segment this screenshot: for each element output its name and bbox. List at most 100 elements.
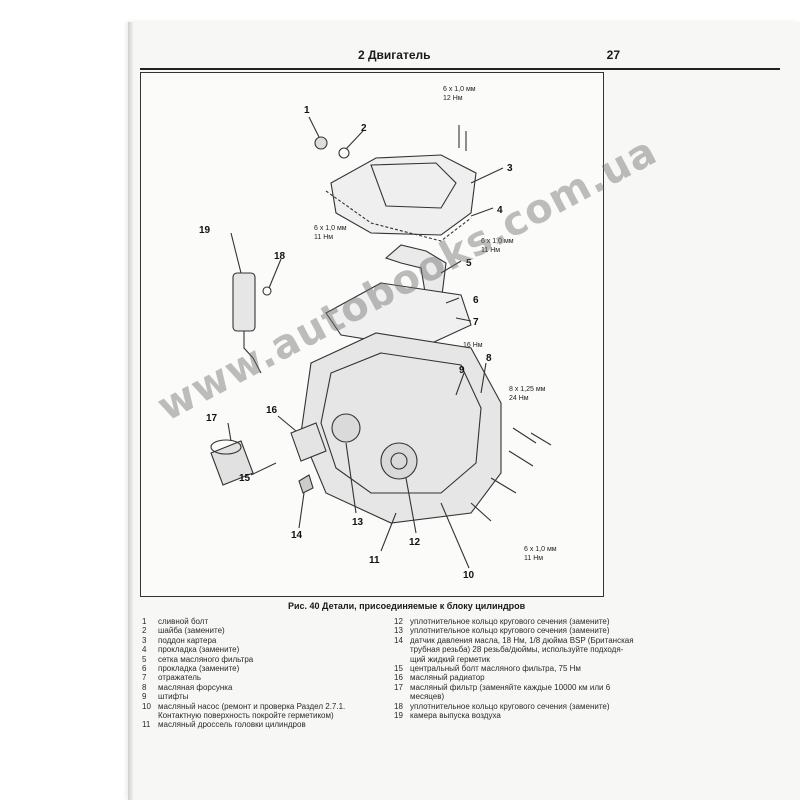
- legend-text: уплотнительное кольцо кругового сечения …: [410, 626, 610, 636]
- legend-text: масляный дроссель головки цилиндров: [158, 720, 306, 730]
- callout-14: 14: [291, 530, 303, 541]
- leader: [405, 477, 417, 534]
- legend-left-column: 1 сливной болт 2 шайба (замените) 3 поддон ка…: [142, 617, 382, 730]
- bolt: [508, 450, 534, 467]
- legend-row: 5 сетка масляного фильтра: [142, 655, 382, 664]
- oil-pan-gasket: [325, 190, 472, 242]
- engine-exploded-figure: 1 2 3 4 5 6 7 8 9 10 11 12 13 14 15 16 1…: [140, 72, 604, 597]
- legend-number: 18: [394, 701, 403, 711]
- torque-value-5: 11 Нм: [524, 555, 543, 562]
- legend-text: сетка масляного фильтра: [158, 654, 254, 664]
- legend-text: отражатель: [158, 673, 202, 683]
- legend-number: 12: [394, 617, 403, 626]
- crank-pulley-hub: [390, 452, 408, 470]
- bolt: [470, 502, 492, 522]
- callout-9: 9: [459, 365, 465, 376]
- legend-row: 4 прокладка (замените): [142, 645, 382, 654]
- page-spine-shadow: [128, 22, 134, 800]
- o-ring: [262, 286, 272, 296]
- legend-text: масляный радиатор: [410, 673, 485, 683]
- torque-value-3: 11 Нм: [481, 247, 500, 254]
- torque-small-label: 16 Нм: [463, 342, 483, 349]
- callout-11: 11: [369, 555, 380, 566]
- callout-10: 10: [463, 570, 475, 581]
- legend-number: 9: [142, 692, 147, 702]
- legend-text: штифты: [158, 692, 189, 702]
- legend-text: Контактную поверхность покройте герметик…: [158, 711, 334, 721]
- legend-number: [394, 645, 410, 654]
- callout-16: 16: [266, 405, 278, 416]
- leader: [308, 116, 320, 138]
- legend-row: 2 шайба (замените): [142, 626, 382, 635]
- torque-size-3: 6 x 1,0 мм: [481, 238, 514, 245]
- legend-text: сливной болт: [158, 617, 209, 626]
- legend-text: поддон картера: [158, 635, 217, 645]
- legend-text: датчик давления масла, 18 Нм, 1/8 дюйма …: [410, 635, 634, 645]
- legend-number: 7: [142, 673, 147, 683]
- leader: [345, 442, 357, 514]
- legend-row: 14 датчик давления масла, 18 Нм, 1/8 дюйм…: [394, 636, 644, 645]
- leader: [268, 258, 282, 289]
- torque-value-2: 11 Нм: [314, 234, 333, 241]
- legend-row: 7 отражатель: [142, 673, 382, 682]
- legend-number: 8: [142, 682, 147, 692]
- leader: [345, 130, 364, 150]
- leader: [440, 260, 462, 274]
- callout-5: 5: [466, 258, 472, 269]
- leader: [470, 167, 504, 184]
- leader: [250, 462, 277, 476]
- callout-8: 8: [486, 353, 492, 364]
- legend-right-column: 12 уплотнительное кольцо кругового сечени…: [394, 617, 644, 720]
- legend-row: Контактную поверхность покройте герметик…: [142, 711, 382, 720]
- legend-text: трубная резьба) 28 резьба/дюймы, использ…: [410, 645, 624, 655]
- leader: [298, 492, 305, 529]
- legend-row: 13 уплотнительное кольцо кругового сечени…: [394, 626, 644, 635]
- bolt: [530, 432, 552, 446]
- torque-size-4: 8 x 1,25 мм: [509, 386, 546, 393]
- leader: [455, 317, 472, 322]
- legend-text: шайба (замените): [158, 626, 225, 636]
- bolt: [512, 427, 537, 444]
- leader: [380, 512, 397, 552]
- leader: [455, 372, 465, 396]
- legend-number: 13: [394, 626, 403, 636]
- legend-number: 5: [142, 654, 147, 664]
- page-number: 27: [606, 48, 620, 62]
- legend-number: 10: [142, 701, 151, 711]
- legend-number: 3: [142, 635, 147, 645]
- legend-text: камера выпуска воздуха: [410, 711, 501, 721]
- torque-value-1: 12 Нм: [443, 95, 463, 102]
- oil-cooler: [290, 422, 327, 462]
- legend-text: щий жидкий герметик: [410, 654, 490, 664]
- callout-12: 12: [409, 537, 421, 548]
- legend-row: 9 штифты: [142, 692, 382, 701]
- callout-2: 2: [361, 123, 367, 134]
- legend-text: прокладка (замените): [158, 645, 240, 655]
- legend-text: масляная форсунка: [158, 682, 233, 692]
- callout-1: 1: [304, 105, 310, 116]
- oil-pan-detail: [370, 162, 457, 209]
- legend-text: центральный болт масляного фильтра, 75 Н…: [410, 664, 581, 674]
- legend-row: месяцев): [394, 692, 644, 701]
- legend-number: 6: [142, 664, 147, 674]
- drain-bolt: [314, 136, 328, 150]
- oil-pressure-sensor: [298, 474, 314, 494]
- legend-number: 4: [142, 645, 147, 655]
- legend-row: трубная резьба) 28 резьба/дюймы, использ…: [394, 645, 644, 654]
- legend-number: 2: [142, 626, 147, 636]
- callout-6: 6: [473, 295, 479, 306]
- legend-number: 14: [394, 635, 403, 645]
- legend-number: 1: [142, 617, 147, 626]
- bolt: [490, 477, 517, 494]
- legend-row: 8 масляная форсунка: [142, 683, 382, 692]
- legend-number: [394, 655, 410, 664]
- torque-value-4: 24 Нм: [509, 395, 529, 402]
- legend-row: 1 сливной болт: [142, 617, 382, 626]
